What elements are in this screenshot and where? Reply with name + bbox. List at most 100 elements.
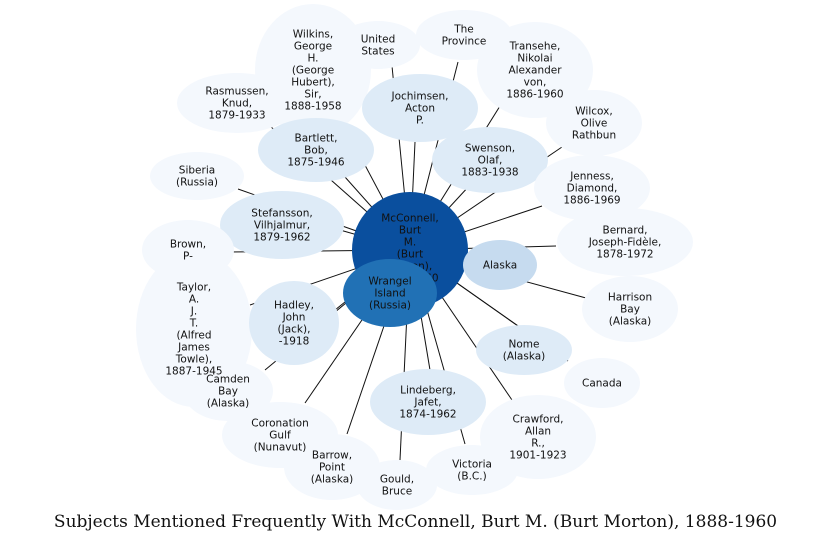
label-barrow-point-line: (Alaska) xyxy=(311,474,354,486)
label-bernard-line: 1878-1972 xyxy=(596,249,653,261)
label-jochimsen-line: P. xyxy=(416,115,424,127)
label-wilkins-line: Sir, xyxy=(304,89,321,101)
label-stefansson-line: Stefansson, xyxy=(251,208,312,220)
label-jenness: Jenness,Diamond,1886-1969 xyxy=(563,171,620,207)
label-center-mcconnell-line: Burt xyxy=(399,225,421,237)
label-lindeberg-line: 1874-1962 xyxy=(399,409,456,421)
node-stefansson xyxy=(220,191,344,259)
label-barrow-point-line: Barrow, xyxy=(312,450,352,462)
label-canada: Canada xyxy=(582,378,622,390)
label-rasmussen-line: Rasmussen, xyxy=(205,86,268,98)
label-brown-line: Brown, xyxy=(170,239,206,251)
node-lindeberg xyxy=(370,369,486,435)
label-hadley-line: John xyxy=(282,312,306,324)
node-alaska xyxy=(463,240,537,290)
label-wrangel-line: Island xyxy=(374,288,405,300)
label-nome-line: (Alaska) xyxy=(503,351,546,363)
label-lindeberg-line: Lindeberg, xyxy=(400,385,456,397)
label-victoria-line: (B.C.) xyxy=(457,471,486,483)
label-transehe-line: 1886-1960 xyxy=(506,89,563,101)
node-jenness xyxy=(534,155,650,221)
label-crawford-line: R., xyxy=(531,438,545,450)
label-rasmussen-line: Knud, xyxy=(222,98,252,110)
node-siberia xyxy=(150,152,244,200)
label-camden-bay-line: (Alaska) xyxy=(207,398,250,410)
label-brown: Brown,P- xyxy=(170,239,206,263)
label-center-mcconnell-line: McConnell, xyxy=(381,213,439,225)
label-taylor-line: J. xyxy=(190,306,197,318)
label-wrangel-line: (Russia) xyxy=(369,300,411,312)
label-camden-bay-line: Camden xyxy=(206,374,250,386)
label-jenness-line: Jenness, xyxy=(569,171,614,183)
node-nome xyxy=(476,325,572,375)
label-crawford-line: Allan xyxy=(525,426,551,438)
label-transehe-line: Transehe, xyxy=(509,41,561,53)
label-victoria-line: Victoria xyxy=(452,459,492,471)
node-harrison-bay xyxy=(582,276,678,342)
label-stefansson-line: Vilhjalmur, xyxy=(254,220,310,232)
label-coronation-gulf-line: Gulf xyxy=(269,430,291,442)
label-wilkins-line: Wilkins, xyxy=(293,29,333,41)
label-bartlett: Bartlett,Bob,1875-1946 xyxy=(287,133,345,169)
label-center-mcconnell-line: (Burt xyxy=(397,249,423,261)
label-alaska-line: Alaska xyxy=(483,260,517,272)
label-nome-line: Nome xyxy=(509,339,540,351)
label-wilkins-line: (George xyxy=(292,65,334,77)
node-swenson xyxy=(432,127,548,193)
label-center-mcconnell-line: M. xyxy=(404,237,416,249)
node-canada xyxy=(564,358,640,408)
label-wilcox-line: Olive xyxy=(581,118,608,130)
label-barrow-point-line: Point xyxy=(319,462,345,474)
label-siberia: Siberia(Russia) xyxy=(176,165,218,189)
label-gould-line: Bruce xyxy=(382,486,412,498)
label-wilkins-line: Hubert), xyxy=(291,77,335,89)
label-transehe-line: von, xyxy=(524,77,547,89)
label-taylor-line: T. xyxy=(189,318,199,330)
label-swenson-line: 1883-1938 xyxy=(461,167,518,179)
label-wilkins-line: H. xyxy=(307,53,318,65)
node-bartlett xyxy=(258,118,374,182)
node-jochimsen xyxy=(362,74,478,142)
label-rasmussen: Rasmussen,Knud,1879-1933 xyxy=(205,86,268,122)
label-united-states-line: States xyxy=(361,46,394,58)
label-hadley: Hadley,John(Jack),-1918 xyxy=(274,300,314,348)
node-hadley xyxy=(249,281,339,365)
node-gould xyxy=(357,460,437,510)
label-bernard: Bernard,Joseph-Fidèle,1878-1972 xyxy=(588,225,662,261)
label-coronation-gulf-line: Coronation xyxy=(251,418,308,430)
label-the-province-line: Province xyxy=(442,36,487,48)
label-jochimsen-line: Acton xyxy=(405,103,435,115)
label-transehe-line: Alexander xyxy=(508,65,562,77)
label-wilkins-line: George xyxy=(294,41,332,53)
label-stefansson-line: 1879-1962 xyxy=(253,232,310,244)
label-wilcox-line: Rathbun xyxy=(572,130,616,142)
label-wilcox-line: Wilcox, xyxy=(575,106,612,118)
label-bernard-line: Bernard, xyxy=(602,225,647,237)
label-camden-bay-line: Bay xyxy=(218,386,238,398)
label-taylor-line: 1887-1945 xyxy=(165,366,222,378)
label-taylor-line: A. xyxy=(189,294,199,306)
label-stefansson: Stefansson,Vilhjalmur,1879-1962 xyxy=(251,208,312,244)
label-swenson-line: Swenson, xyxy=(465,143,515,155)
label-jenness-line: Diamond, xyxy=(567,183,618,195)
diagram-caption: Subjects Mentioned Frequently With McCon… xyxy=(53,512,778,532)
label-bernard-line: Joseph-Fidèle, xyxy=(588,237,662,249)
label-rasmussen-line: 1879-1933 xyxy=(208,110,265,122)
label-barrow-point: Barrow,Point(Alaska) xyxy=(311,450,354,486)
label-bartlett-line: Bob, xyxy=(304,145,328,157)
label-nome: Nome(Alaska) xyxy=(503,339,546,363)
label-brown-line: P- xyxy=(183,251,193,263)
label-jenness-line: 1886-1969 xyxy=(563,195,620,207)
